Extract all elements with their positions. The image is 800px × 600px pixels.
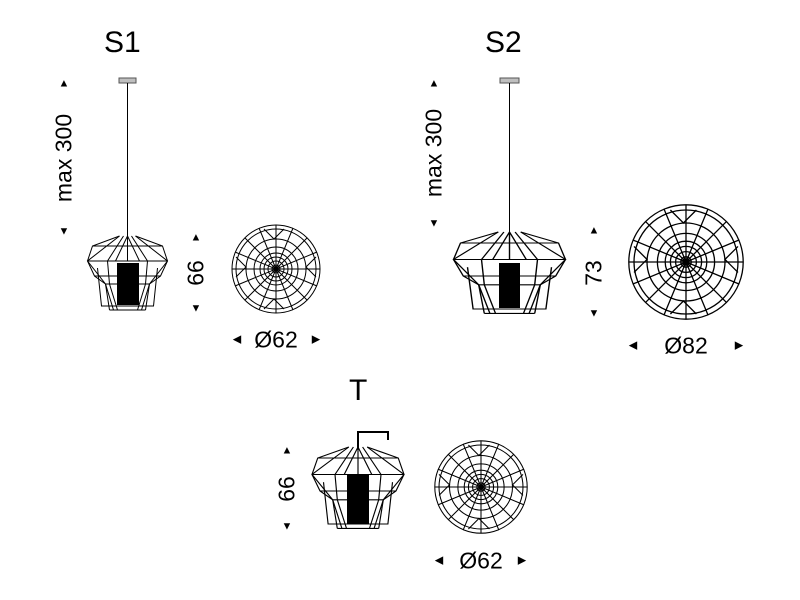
s1-height-arrow-up: ▲	[190, 231, 202, 244]
t-diameter-arrow-right: ▶	[517, 554, 527, 567]
t-side-view	[311, 431, 405, 529]
t-model-title: T	[349, 374, 368, 407]
s2-diameter-arrow-right: ▶	[734, 339, 744, 352]
t-height-label: 66	[273, 476, 300, 502]
s2-height-arrow-up: ▲	[588, 224, 600, 237]
s2-side-view	[452, 77, 567, 315]
t-height-arrow-down: ▼	[281, 520, 293, 533]
s1-diameter-arrow-right: ▶	[311, 333, 321, 346]
s1-max-height-arrow-up: ▲	[58, 77, 70, 90]
t-top-view	[434, 440, 528, 534]
s1-top-view	[231, 224, 321, 314]
t-diameter-arrow-left: ◀	[434, 554, 444, 567]
t-diameter-label: Ø62	[459, 547, 503, 574]
s1-height-arrow-down: ▼	[190, 302, 202, 315]
s1-diameter-label: Ø62	[254, 326, 298, 353]
s2-max-height-arrow-up: ▲	[428, 77, 440, 90]
s1-max-height-label: max 300	[50, 113, 77, 203]
s2-diameter-arrow-left: ◀	[628, 339, 638, 352]
s1-height-label: 66	[182, 260, 209, 286]
s1-diameter-arrow-left: ◀	[232, 333, 242, 346]
s2-diameter-label: Ø82	[664, 332, 708, 359]
s2-model-title: S2	[485, 26, 522, 59]
s1-max-height-arrow-down: ▼	[58, 225, 70, 238]
s2-top-view	[628, 204, 744, 320]
s2-height-label: 73	[580, 260, 607, 286]
t-height-arrow-up: ▲	[281, 444, 293, 457]
s1-model-title: S1	[104, 26, 141, 59]
s2-max-height-arrow-down: ▼	[428, 217, 440, 230]
s2-max-height-label: max 300	[420, 108, 447, 198]
s1-side-view	[87, 77, 168, 311]
s2-height-arrow-down: ▼	[588, 307, 600, 320]
